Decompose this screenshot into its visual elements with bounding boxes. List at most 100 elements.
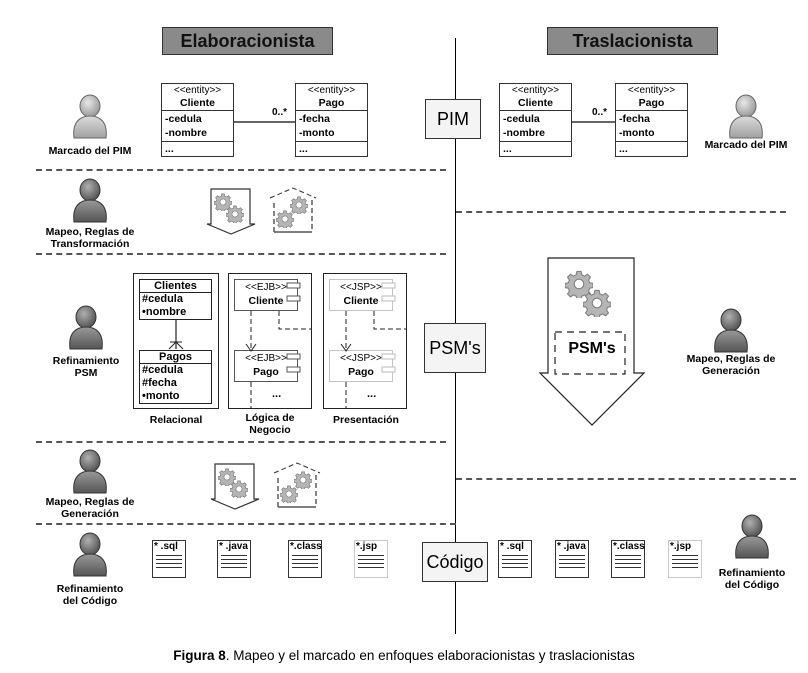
file-extension: *.jsp	[356, 541, 378, 552]
person-icon	[732, 512, 772, 562]
component-dependency-lines	[340, 282, 406, 408]
uml-class-cliente-right: <<entity>> Cliente -cedula -nombre ...	[499, 83, 572, 157]
frame-label-presentacion: Presentación	[333, 414, 399, 426]
role-label-mapeo-generacion-left: Mapeo, Reglas de Generación	[30, 496, 150, 520]
uml-class-name: Cliente	[179, 97, 215, 109]
code-file-java-right: * .java	[555, 540, 589, 578]
uml-operations: ...	[619, 143, 628, 155]
table-clientes: Clientes #cedula •nombre	[139, 279, 212, 320]
person-icon	[70, 447, 110, 497]
uml-class-name: Pago	[638, 97, 665, 109]
caption-text: . Mapeo y el marcado en enfoques elabora…	[225, 648, 635, 663]
caption-figure-number: Figura 8	[173, 648, 226, 663]
code-file-class-left: *.class	[288, 540, 322, 578]
uml-attribute: -fecha	[619, 113, 650, 125]
left-divider-4	[36, 523, 456, 525]
code-level-box: Código	[422, 542, 488, 582]
component-name: Pago	[348, 366, 374, 378]
role-label-line: del Código	[62, 595, 118, 607]
code-file-java-left: * .java	[217, 540, 251, 578]
table-column: #cedula	[142, 293, 183, 305]
code-file-class-right: *.class	[611, 540, 645, 578]
role-label-refinamiento-psm: Refinamiento PSM	[26, 355, 146, 379]
pim-level-label: PIM	[436, 108, 469, 129]
traslacionista-title: Traslacionista	[572, 30, 693, 51]
psm-frame-presentacion: <<JSP>> Cliente <<JSP>> Pago ...	[323, 273, 407, 409]
role-label-line: Marcado del PIM	[704, 139, 788, 151]
right-divider-1	[456, 211, 786, 213]
code-level-label: Código	[426, 551, 484, 572]
generation-down-arrow-icon	[210, 463, 260, 510]
role-label-line: Transformación	[50, 238, 130, 250]
person-icon	[70, 92, 110, 142]
transform-up-dashed-arrow-icon	[269, 187, 317, 233]
uml-attribute: -nombre	[503, 127, 545, 139]
file-extension: *.class	[290, 541, 322, 552]
uml-attribute: -cedula	[165, 113, 202, 125]
left-divider-3	[36, 441, 446, 443]
uml-attribute: -monto	[619, 127, 655, 139]
role-label-refinamiento-codigo-left: Refinamiento del Código	[30, 583, 150, 607]
uml-class-header: <<entity>> Pago	[616, 84, 687, 111]
generation-up-dashed-arrow-icon	[273, 462, 321, 508]
table-column: •nombre	[142, 306, 187, 318]
uml-association-line	[572, 121, 615, 123]
file-extension: * .sql	[154, 541, 178, 552]
elaboracionista-header: Elaboracionista	[162, 27, 333, 55]
uml-class-pago-left: <<entity>> Pago -fecha -monto ...	[295, 83, 368, 157]
component-name: Cliente	[343, 295, 379, 307]
role-label-refinamiento-codigo-right: Refinamiento del Código	[692, 567, 808, 591]
uml-class-header: <<entity>> Pago	[296, 84, 367, 111]
frame-label-relacional: Relacional	[149, 414, 203, 426]
uml-class-cliente-left: <<entity>> Cliente -cedula -nombre ...	[161, 83, 234, 157]
frame-label-line: Lógica de	[245, 412, 295, 424]
file-extension: * .java	[557, 541, 586, 552]
person-icon	[70, 530, 110, 580]
role-label-line: Mapeo, Reglas de	[45, 226, 135, 238]
role-label-line: Generación	[702, 365, 760, 377]
role-label-marcado-left: Marcado del PIM	[30, 145, 150, 157]
component-name: Cliente	[248, 295, 284, 307]
multiplicity-label: 0..*	[592, 107, 608, 118]
uml-attributes: -cedula -nombre	[162, 111, 233, 142]
table-column: #fecha	[142, 377, 177, 389]
person-icon	[711, 306, 751, 356]
code-file-jsp-right: *.jsp	[668, 540, 702, 578]
pim-level-box: PIM	[425, 99, 481, 139]
role-label-line: PSM	[74, 367, 98, 379]
code-file-sql-right: * .sql	[498, 540, 532, 578]
left-divider-2	[36, 253, 446, 255]
person-icon	[726, 92, 766, 142]
file-extension: * .java	[219, 541, 248, 552]
role-label-line: Generación	[61, 508, 119, 520]
uml-attributes: -fecha -monto	[616, 111, 687, 142]
uml-attributes: -cedula -nombre	[500, 111, 571, 142]
uml-operations: ...	[299, 143, 308, 155]
ejb-component-pago: <<EJB>> Pago	[234, 350, 298, 382]
uml-class-header: <<entity>> Cliente	[162, 84, 233, 111]
component-dependency-lines	[245, 282, 311, 408]
uml-attribute: -monto	[299, 127, 335, 139]
table-column: #cedula	[142, 364, 183, 376]
component-stereotype: <<JSP>>	[340, 282, 382, 293]
role-label-line: Mapeo, Reglas de	[45, 496, 135, 508]
psm-frame-logica-negocio: <<EJB>> Cliente <<EJB>> Pago ...	[228, 273, 312, 409]
component-stereotype: <<EJB>>	[245, 353, 287, 364]
role-label-line: Refinamiento	[52, 355, 120, 367]
psm-arrow-label: PSM's	[568, 340, 616, 357]
table-name: Pagos	[140, 351, 211, 364]
role-label-line: Mapeo, Reglas de	[686, 353, 776, 365]
uml-operations: ...	[503, 143, 512, 155]
uml-stereotype: <<entity>>	[627, 85, 676, 96]
figure-caption: Figura 8. Mapeo y el marcado en enfoques…	[0, 648, 808, 663]
uml-association-line	[234, 121, 295, 123]
uml-attribute: -fecha	[299, 113, 330, 125]
role-label-line: Refinamiento	[56, 583, 124, 595]
elaboracionista-title: Elaboracionista	[180, 30, 315, 51]
code-file-sql-left: * .sql	[152, 540, 186, 578]
psm-frame-relacional: Clientes #cedula •nombre Pagos #cedula #…	[133, 273, 219, 409]
multiplicity-label: 0..*	[272, 107, 288, 118]
uml-attribute: -cedula	[503, 113, 540, 125]
psm-level-box: PSM's	[424, 323, 486, 373]
role-label-mapeo-transformacion: Mapeo, Reglas de Transformación	[30, 226, 150, 250]
